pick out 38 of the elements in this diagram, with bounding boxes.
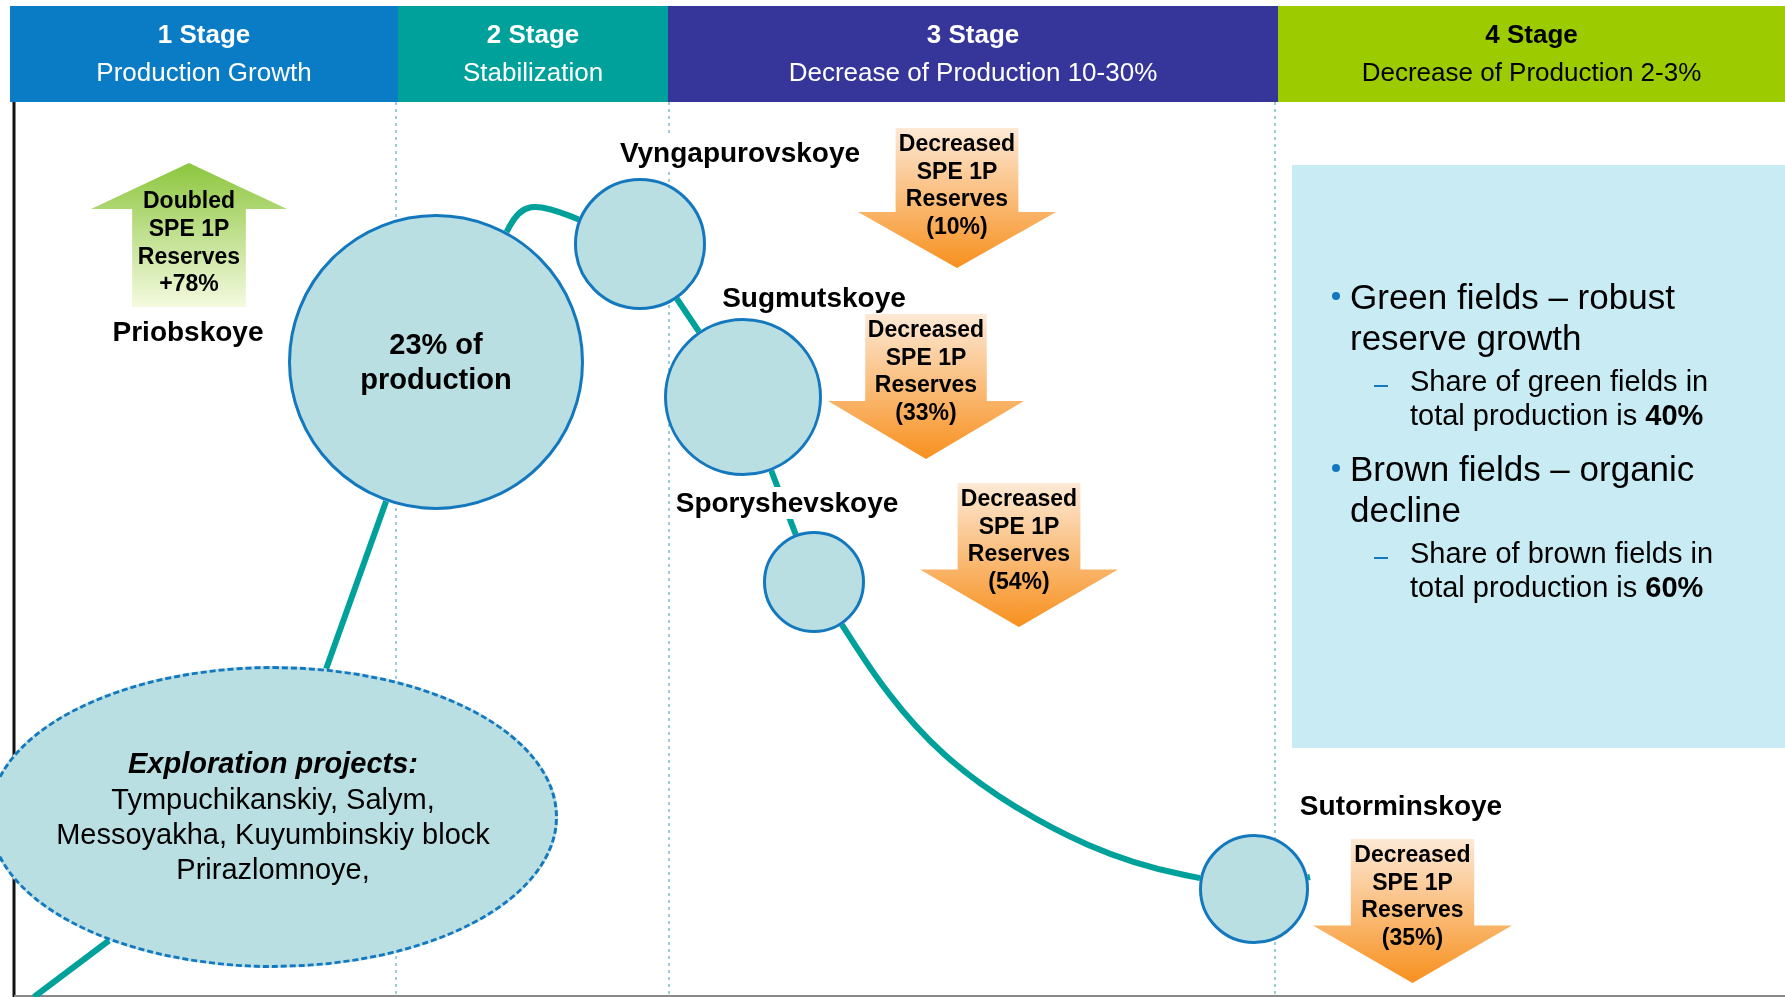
bullet-text: Green fields – robust reserve growth	[1350, 277, 1675, 357]
stage-number: 2 Stage	[486, 18, 580, 52]
stage-title: Stabilization	[462, 56, 604, 89]
bullet-text: Brown fields – organic decline	[1350, 448, 1695, 529]
reserve-change-label: Decreased SPE 1P Reserves (54%)	[959, 485, 1079, 596]
project-list-line: Prirazlomnoye,	[176, 852, 370, 888]
stage-number: 3 Stage	[926, 18, 1020, 52]
reserve-change-label: Doubled SPE 1P Reserves +78%	[136, 187, 242, 298]
reserve-change-label: Decreased SPE 1P Reserves (33%)	[866, 316, 986, 427]
stage-title: Decrease of Production 2-3%	[1361, 56, 1702, 89]
stage-header	[398, 6, 668, 102]
stage-number: 4 Stage	[1485, 18, 1578, 52]
stage-header	[1278, 6, 1785, 102]
project-list-line: Tympuchikanskiy, Salym,	[111, 781, 435, 817]
reserve-change-label: Decreased SPE 1P Reserves (10%)	[897, 130, 1017, 241]
stage-number: 1 Stage	[157, 18, 251, 52]
ellipse-heading: Exploration projects:	[127, 746, 418, 782]
reserve-callout	[920, 483, 1118, 627]
stage-title: Production Growth	[96, 56, 312, 89]
production-share-label: 23% of production	[359, 327, 513, 397]
curve-line	[839, 623, 1201, 882]
curve-line	[674, 297, 702, 334]
field-name: Vyngapurovskoye	[619, 137, 861, 169]
project-list-line: Messoyakha, Kuyumbinskiy block	[56, 817, 490, 852]
reserve-callout	[828, 314, 1024, 459]
stage-header	[668, 6, 1278, 102]
stage-title: Decrease of Production 10-30%	[788, 56, 1158, 89]
info-panel	[1292, 165, 1785, 748]
sub-bullet-text: Share of green fields in total production is 40%	[1410, 364, 1709, 431]
reserve-callout	[1313, 839, 1512, 983]
reserve-callout	[91, 163, 287, 307]
reserve-change-label: Decreased SPE 1P Reserves (35%)	[1353, 841, 1472, 952]
curve-line	[503, 203, 580, 234]
sub-bullet-text: Share of brown fields in total production is 60%	[1410, 536, 1714, 603]
stage-header	[10, 6, 398, 102]
reserve-callout	[858, 128, 1056, 268]
curve-line	[32, 938, 111, 997]
field-name: Sporyshevskoye	[675, 487, 899, 519]
